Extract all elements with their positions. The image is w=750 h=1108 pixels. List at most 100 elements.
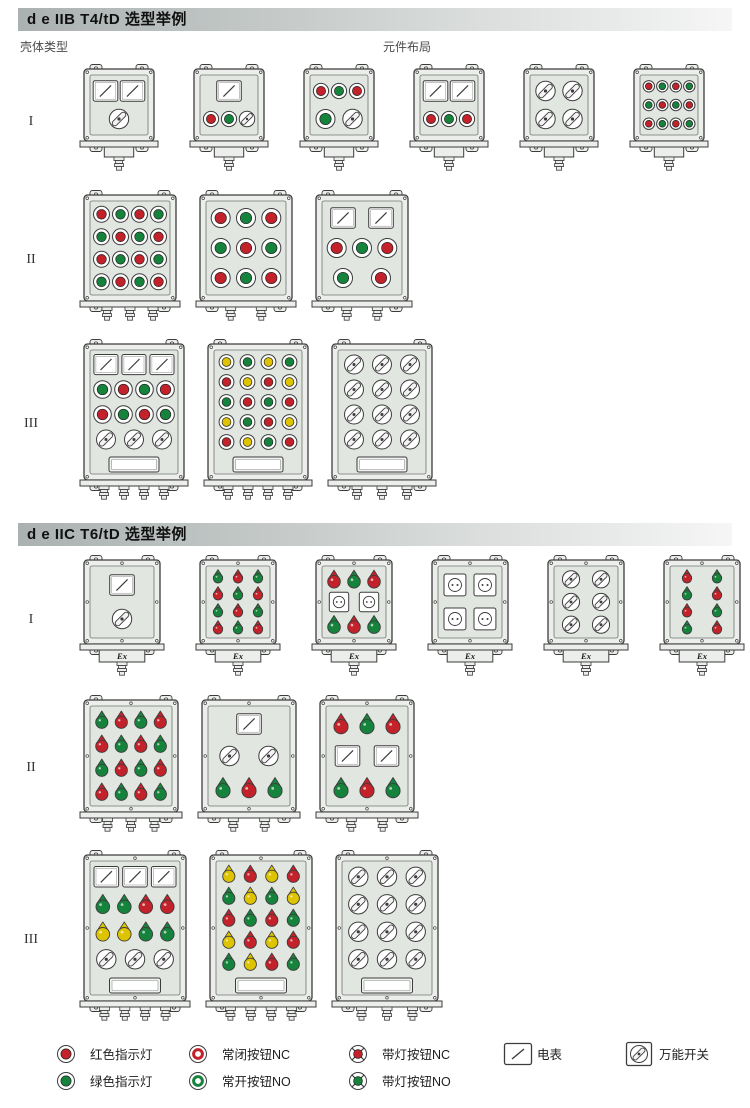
bottom-flange — [427, 643, 513, 651]
enclosure-drawing — [326, 849, 448, 1030]
cable-gland — [125, 817, 137, 832]
bolt — [735, 600, 739, 604]
bolt — [181, 856, 185, 860]
yellow-indicator-glyph — [260, 354, 277, 370]
green-dome-indicator-glyph — [333, 777, 349, 799]
universal-switch-glyph — [238, 110, 256, 128]
cable-gland — [223, 156, 235, 171]
red-indicator-glyph — [202, 110, 220, 128]
universal-switch-glyph — [111, 608, 133, 630]
green-dome-indicator-glyph — [114, 782, 128, 801]
bolt — [433, 561, 437, 565]
bolt — [549, 561, 553, 565]
red-dome-indicator-glyph — [212, 620, 224, 635]
ex-mark: Ex — [464, 651, 476, 661]
bolt — [427, 475, 431, 479]
yellow-dome-indicator-glyph — [243, 886, 257, 905]
bolt — [155, 600, 159, 604]
meter-glyph — [373, 745, 400, 767]
cable-gland — [158, 485, 170, 500]
shell-type-row-III: III — [0, 338, 750, 509]
universal-switch-glyph — [376, 894, 398, 915]
green-dome-indicator-glyph — [286, 952, 300, 971]
lamp-no-button-icon — [348, 1071, 382, 1091]
universal-switch-glyph — [258, 745, 279, 767]
cable-gland — [98, 485, 110, 500]
meter-glyph — [149, 354, 175, 376]
bolt — [201, 561, 205, 565]
ex-mark: Ex — [348, 651, 360, 661]
bolt — [665, 639, 669, 643]
red-indicator-glyph — [261, 268, 282, 288]
red-dome-indicator-glyph — [134, 782, 148, 801]
meter-glyph — [121, 354, 147, 376]
cable-gland — [351, 485, 363, 500]
red-indicator-glyph — [281, 394, 298, 410]
cable-gland — [286, 1006, 297, 1021]
enclosure-drawing — [74, 189, 186, 330]
red-indicator-glyph — [210, 268, 231, 288]
red-dome-indicator-glyph — [243, 930, 257, 949]
bolt — [387, 639, 391, 643]
enclosure-drawing: Ex — [538, 554, 634, 686]
universal-switch-glyph — [96, 429, 116, 450]
universal-switch-glyph — [535, 108, 556, 130]
cable-gland — [119, 1006, 131, 1021]
bolt — [619, 561, 623, 565]
bolt — [619, 639, 623, 643]
bolt — [85, 70, 89, 74]
meter-glyph — [150, 866, 177, 888]
bolt — [85, 926, 89, 930]
cable-gland — [138, 485, 150, 500]
legend-column: 红色指示灯绿色指示灯 — [56, 1040, 188, 1094]
front-panel — [669, 565, 735, 639]
red-dome-indicator-glyph — [212, 586, 224, 601]
front-panel — [207, 705, 291, 807]
bolt — [133, 856, 137, 860]
universal-switch-glyph — [372, 429, 392, 450]
legend-label: 万能开关 — [659, 1048, 710, 1062]
red-dome-indicator-glyph — [160, 894, 175, 915]
bolt — [85, 600, 89, 604]
bolt — [584, 639, 588, 643]
bolt — [409, 807, 413, 811]
universal-switch-glyph — [405, 894, 426, 915]
cable-gland — [116, 661, 128, 676]
yellow-indicator-glyph — [281, 414, 298, 430]
bolt — [503, 600, 507, 604]
shell-type-label: I — [28, 612, 34, 627]
bolt — [427, 345, 431, 349]
bolt — [333, 475, 337, 479]
red-dome-indicator-glyph — [367, 569, 381, 589]
bolt — [259, 136, 263, 140]
socket-glyph — [443, 607, 467, 631]
bolt — [665, 600, 669, 604]
cable-gland — [227, 817, 239, 832]
meter-glyph — [330, 207, 356, 229]
layout-examples — [74, 338, 442, 509]
bolt — [337, 996, 341, 1000]
socket-glyph — [443, 573, 467, 597]
bolt — [321, 807, 325, 811]
bolt — [171, 196, 175, 200]
bolt — [369, 136, 373, 140]
bolt — [171, 296, 175, 300]
bottom-flange — [195, 643, 281, 651]
cable-gland — [147, 306, 159, 321]
bolt — [129, 701, 133, 705]
front-panel — [215, 860, 307, 996]
bolt — [619, 600, 623, 604]
bolt — [584, 561, 588, 565]
legend-label: 绿色指示灯 — [90, 1075, 153, 1089]
yellow-indicator-glyph — [281, 374, 298, 390]
legend-item: 常闭按钮NC — [188, 1040, 348, 1067]
bolt — [369, 70, 373, 74]
universal-switch-glyph — [124, 949, 146, 970]
universal-switch-glyph — [562, 80, 583, 102]
bolt — [468, 639, 472, 643]
red-indicator-glyph — [326, 238, 347, 258]
green-dome-indicator-glyph — [681, 586, 693, 601]
